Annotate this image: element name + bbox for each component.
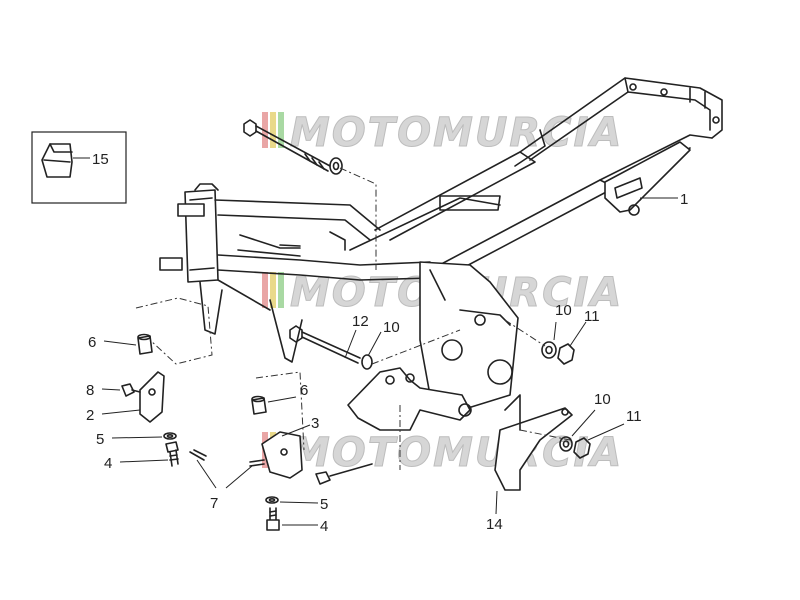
callout-7: 7 — [210, 495, 218, 512]
callout-6-left: 6 — [88, 334, 96, 351]
bracket-2 — [139, 371, 165, 423]
callout-14: 14 — [486, 516, 503, 533]
callout-5-middle: 5 — [320, 496, 328, 513]
callout-11-right-lower: 11 — [626, 408, 642, 425]
inset-box: 15 — [31, 131, 127, 204]
main-frame — [159, 77, 723, 409]
washer-5-left — [163, 432, 177, 440]
dowel-pins-7 — [189, 449, 265, 467]
callout-10-middle: 10 — [383, 319, 400, 336]
callout-10-right-upper: 10 — [555, 302, 572, 319]
watermark-text: MOTOMURCIA — [290, 110, 623, 156]
callout-1: 1 — [680, 191, 688, 208]
long-bolt-12 — [289, 325, 373, 370]
callout-11-right-upper: 11 — [584, 308, 600, 325]
watermark-bottom: MOTOMURCIA — [262, 430, 623, 477]
callout-4-left: 4 — [104, 455, 112, 472]
callout-4-middle: 4 — [320, 518, 328, 535]
bolt-4-middle — [266, 507, 280, 531]
bracket-plate-14 — [347, 367, 573, 491]
callout-6-middle: 6 — [300, 382, 308, 399]
watermark-top: MOTOMURCIA — [262, 110, 623, 157]
callout-8: 8 — [86, 382, 94, 399]
callout-2: 2 — [86, 407, 94, 424]
rubber-sleeve-icon — [41, 143, 73, 178]
spacer-6-middle — [251, 395, 267, 415]
callout-12: 12 — [352, 313, 369, 330]
bracket-3 — [261, 431, 373, 485]
callout-5-left: 5 — [96, 431, 104, 448]
spacer-6-left — [137, 333, 153, 355]
bolt-4-left — [165, 441, 179, 467]
screw-8 — [121, 383, 141, 397]
washer-5-middle — [265, 496, 279, 504]
top-bolt — [243, 119, 343, 175]
callout-3: 3 — [311, 415, 319, 432]
washer-nut-right-upper — [541, 341, 575, 365]
callout-10-right-lower: 10 — [594, 391, 611, 408]
callout-15: 15 — [92, 151, 109, 168]
washer-nut-right-lower — [559, 436, 591, 459]
watermark-text: MOTOMURCIA — [290, 430, 623, 476]
